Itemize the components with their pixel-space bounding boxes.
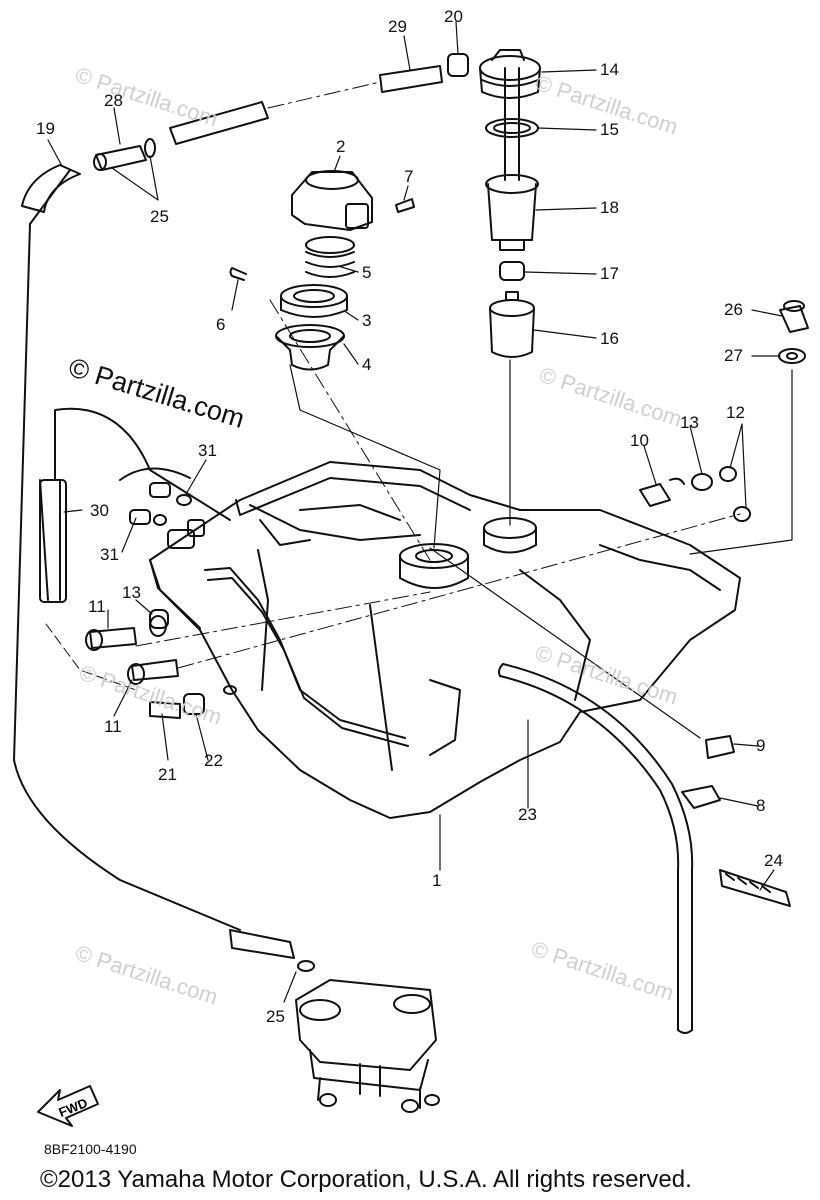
part-label-30: 30 — [90, 501, 109, 520]
small-parts-right — [149, 300, 809, 907]
part-label-24: 24 — [764, 851, 783, 870]
part-label-10: 10 — [630, 431, 649, 450]
part-label-4: 4 — [362, 355, 372, 374]
part-label-13: 13 — [680, 413, 699, 432]
part-label-28: 28 — [104, 91, 123, 110]
part-label-13: 13 — [122, 583, 141, 602]
part-label-9: 9 — [756, 736, 766, 755]
drawing-code: 8BF2100-4190 — [44, 1141, 137, 1157]
part-label-26: 26 — [724, 300, 743, 319]
part-label-20: 20 — [444, 7, 463, 26]
part-label-1: 1 — [432, 871, 442, 890]
part-label-16: 16 — [600, 329, 619, 348]
copyright-notice: ©2013 Yamaha Motor Corporation, U.S.A. A… — [40, 1166, 692, 1193]
leader-lines — [47, 21, 783, 1003]
fuel-pump-assembly — [295, 979, 440, 1113]
part-label-8: 8 — [756, 796, 766, 815]
part-label-5: 5 — [362, 263, 372, 282]
part-label-25: 25 — [150, 207, 169, 226]
part-label-18: 18 — [600, 198, 619, 217]
part-label-23: 23 — [518, 805, 537, 824]
part-label-3: 3 — [362, 311, 372, 330]
part-label-7: 7 — [404, 167, 414, 186]
part-label-25: 25 — [266, 1007, 285, 1026]
part-label-11: 11 — [104, 717, 122, 736]
hoses-and-fittings — [13, 53, 741, 972]
part-label-14: 14 — [600, 60, 619, 79]
part-label-11: 11 — [88, 597, 106, 616]
fuel-tank-part — [149, 461, 741, 1034]
part-label-17: 17 — [600, 264, 619, 283]
part-label-12: 12 — [726, 403, 745, 422]
fuel-sender-assembly — [479, 49, 541, 526]
part-label-31: 31 — [100, 545, 119, 564]
part-label-19: 19 — [36, 119, 55, 138]
filler-cap-assembly — [229, 170, 441, 561]
part-label-2: 2 — [336, 137, 346, 156]
part-label-6: 6 — [216, 315, 226, 334]
part-label-27: 27 — [724, 346, 743, 365]
fwd-arrow — [37, 1085, 99, 1127]
part-label-29: 29 — [388, 17, 407, 36]
part-label-21: 21 — [158, 765, 177, 784]
part-label-15: 15 — [600, 120, 619, 139]
part-label-22: 22 — [204, 751, 223, 770]
part-label-31: 31 — [198, 441, 217, 460]
